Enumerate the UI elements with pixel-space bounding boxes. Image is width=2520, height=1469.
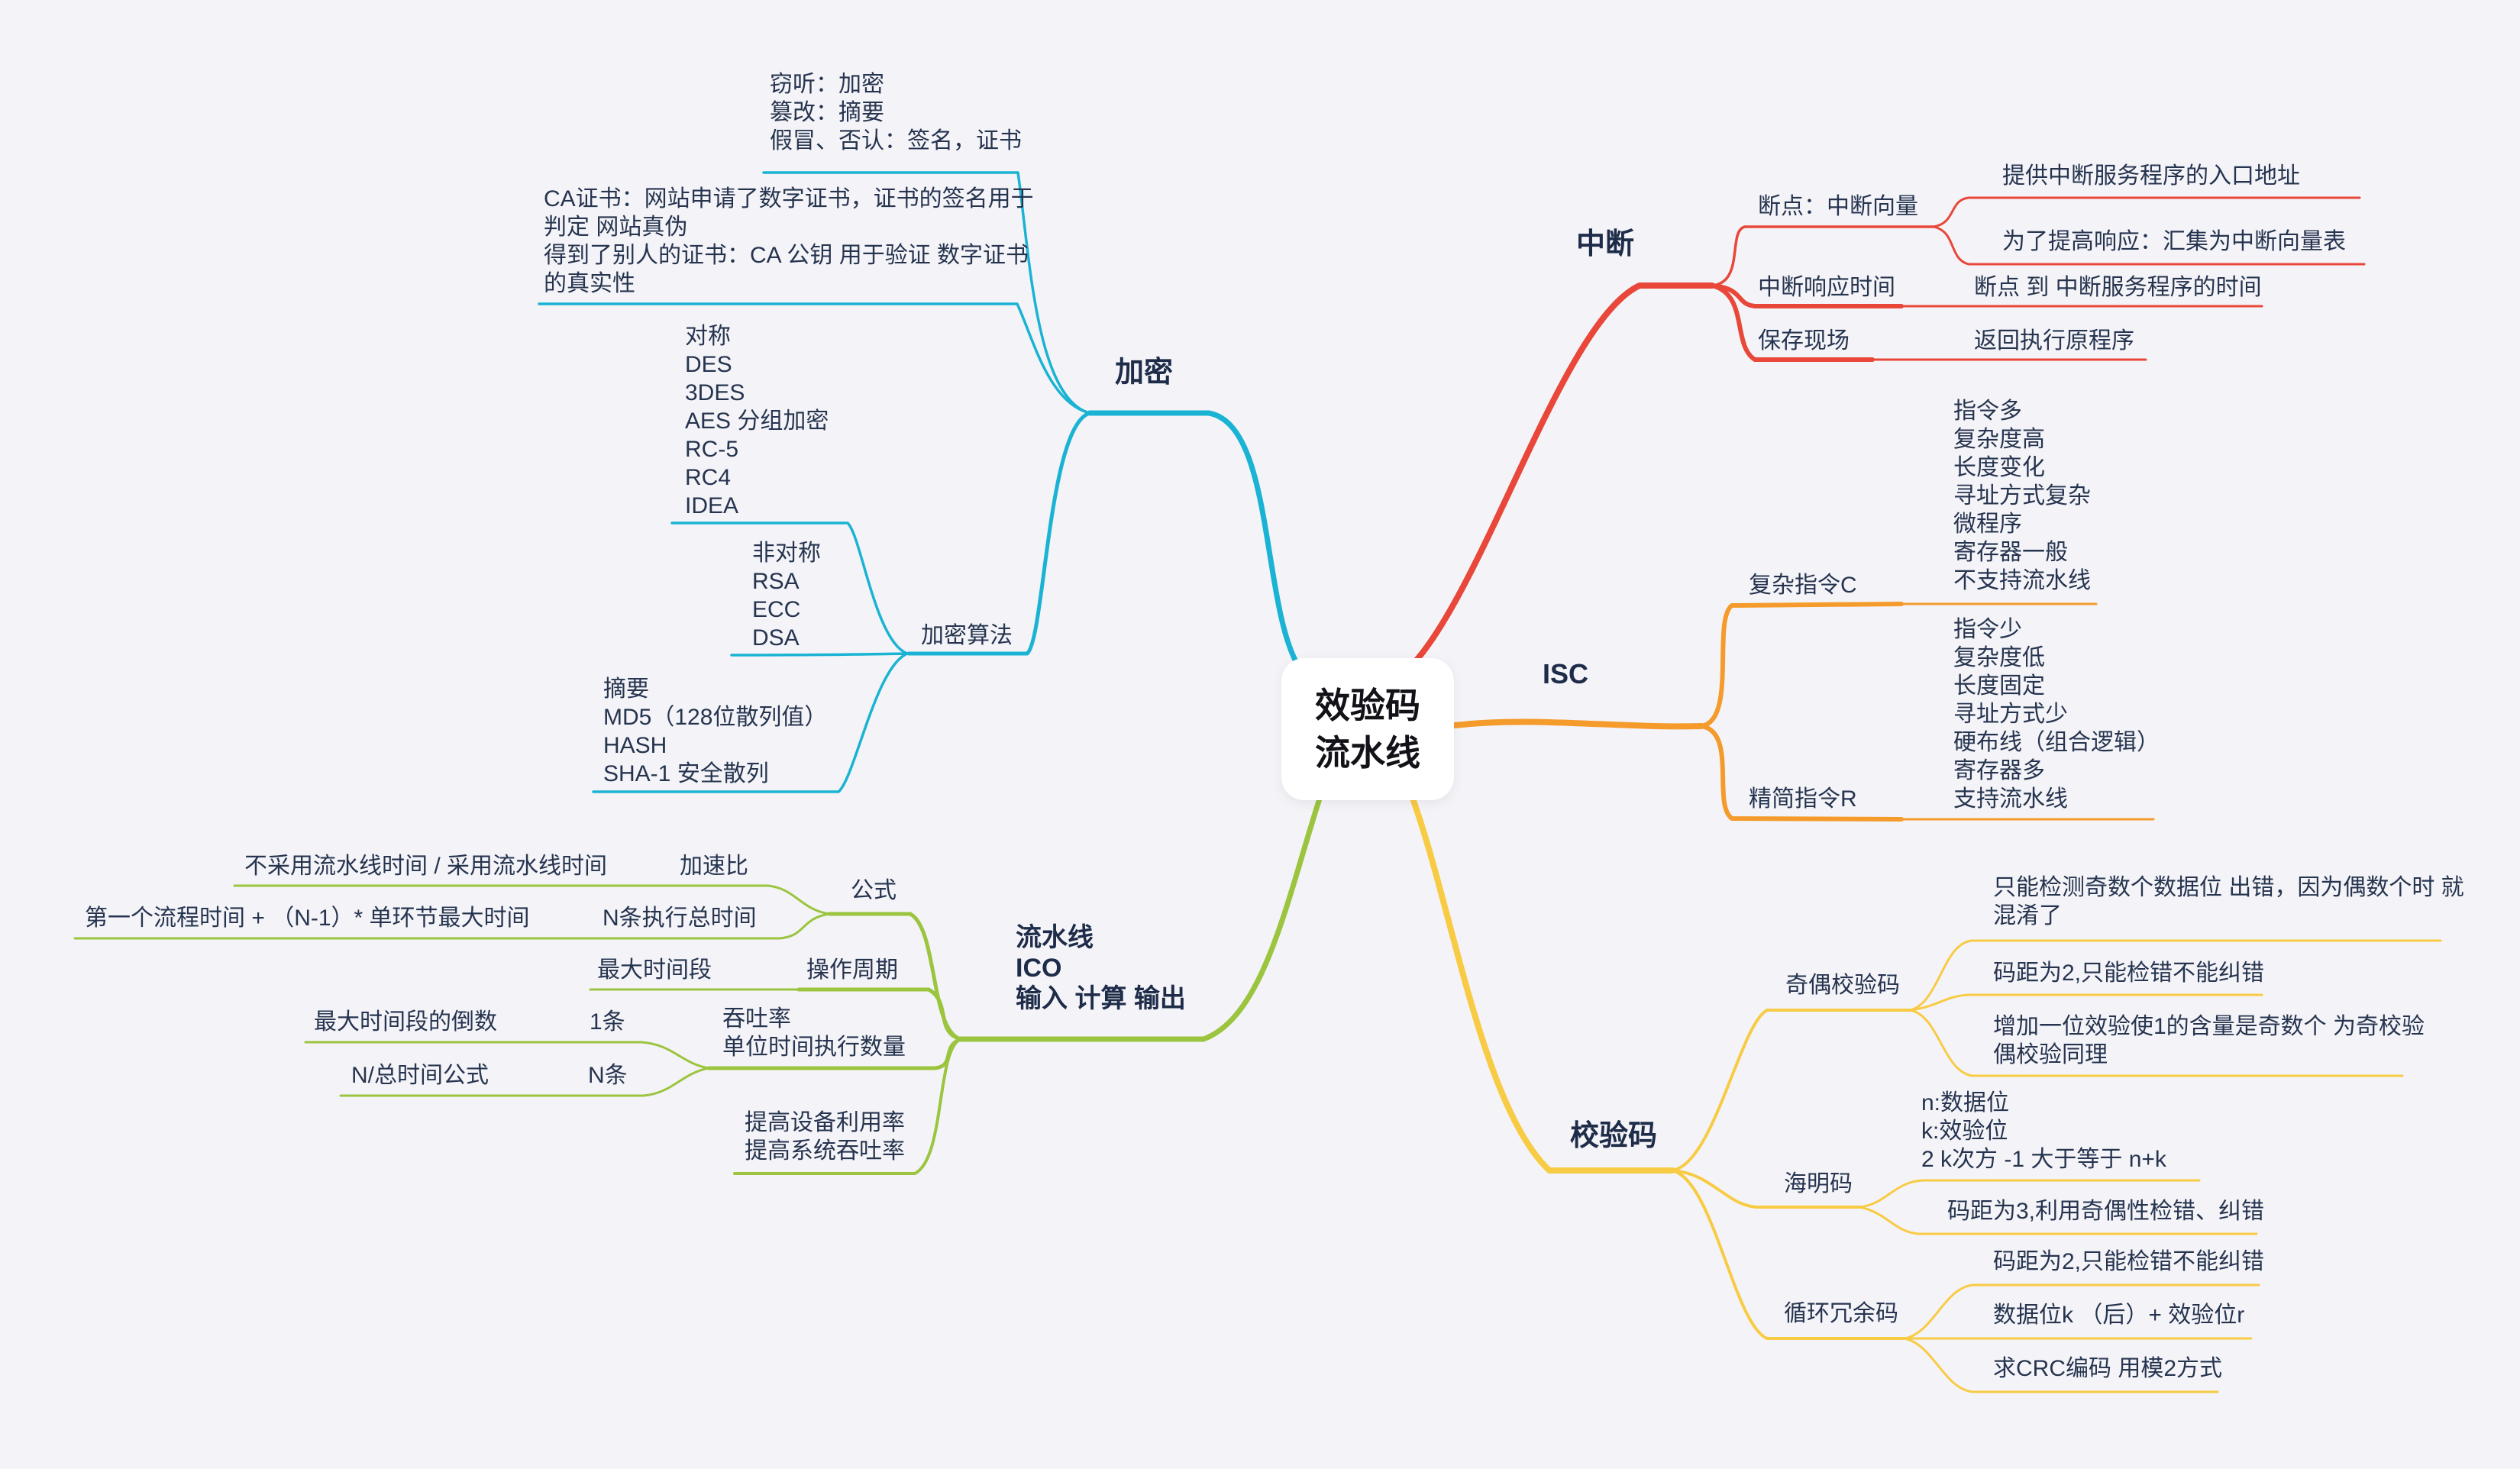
node-n-formula[interactable]: N/总时间公式 xyxy=(351,1063,489,1088)
node-max-segment[interactable]: 最大时间段 xyxy=(597,957,712,983)
node-asymmetric-list[interactable]: 非对称 RSA ECC DSA xyxy=(752,541,821,651)
root-node[interactable]: 效验码 流水线 xyxy=(1281,658,1454,800)
encryption-threats-line xyxy=(762,171,1091,415)
node-cisc-features[interactable]: 指令多 复杂度高 长度变化 寻址方式复杂 微程序 寄存器一般 不支持流水线 xyxy=(1953,399,2091,593)
node-interrupt-label[interactable]: 中断 xyxy=(1576,228,1635,260)
parity-detect-line xyxy=(1909,939,2442,1012)
node-encryption-label[interactable]: 加密 xyxy=(1115,357,1174,389)
isc-cisc-line-thick xyxy=(1699,602,1904,728)
node-crc-label[interactable]: 循环冗余码 xyxy=(1784,1301,1898,1326)
isc-risc-line-thick xyxy=(1699,724,1904,822)
interrupt-save-line-thick xyxy=(1710,283,1875,362)
node-total-time-formula[interactable]: 第一个流程时间 + （N-1）* 单环节最大时间 xyxy=(85,906,530,931)
node-parity-detect[interactable]: 只能检测奇数个数据位 出错，因为偶数个时 就 混淆了 xyxy=(1993,875,2464,928)
node-symmetric-list[interactable]: 对称 DES 3DES AES 分组加密 RC-5 RC4 IDEA xyxy=(685,324,829,518)
node-pipeline-label[interactable]: 流水线 ICO 输入 计算 输出 xyxy=(1016,923,1186,1013)
n-items-line xyxy=(339,1067,710,1097)
encryption-digest-line xyxy=(592,652,909,793)
node-crc-structure[interactable]: 数据位k （后）+ 效验位r xyxy=(1993,1303,2245,1328)
node-encryption-threats[interactable]: 窃听：加密 篡改：摘要 假冒、否认：签名，证书 xyxy=(770,72,1022,153)
node-hamming-distance[interactable]: 码距为3,利用奇偶性检错、纠错 xyxy=(1947,1199,2265,1224)
node-save-scene-desc[interactable]: 返回执行原程序 xyxy=(1974,328,2134,354)
node-response-time-desc[interactable]: 断点 到 中断服务程序的时间 xyxy=(1974,275,2262,300)
parity-distance-line xyxy=(1909,993,2263,1012)
encryption-algorithms-line xyxy=(906,411,1092,656)
node-speedup-label[interactable]: 加速比 xyxy=(680,854,748,879)
node-formula-label[interactable]: 公式 xyxy=(851,878,897,903)
benefit-line xyxy=(733,1038,962,1175)
node-risc-label[interactable]: 精简指令R xyxy=(1749,786,1857,812)
encryption-symmetric-line xyxy=(670,521,909,655)
hamming-distance-line xyxy=(1859,1206,2258,1235)
isc-trunk-line xyxy=(1452,718,1704,730)
speedup-line xyxy=(233,884,831,915)
node-response-time[interactable]: 中断响应时间 xyxy=(1758,275,1895,300)
node-parity-label[interactable]: 奇偶校验码 xyxy=(1785,973,1900,998)
node-isc-label[interactable]: ISC xyxy=(1543,658,1589,689)
node-hamming-label[interactable]: 海明码 xyxy=(1784,1171,1853,1196)
node-checkcode-label[interactable]: 校验码 xyxy=(1570,1120,1658,1152)
node-total-time-label[interactable]: N条执行总时间 xyxy=(603,906,757,931)
node-digest-list[interactable]: 摘要 MD5（128位散列值） HASH SHA-1 安全散列 xyxy=(603,676,828,786)
node-risc-features[interactable]: 指令少 复杂度低 长度固定 寻址方式少 硬布线（组合逻辑） 寄存器多 支持流水线 xyxy=(1953,617,2160,812)
node-parity-method[interactable]: 增加一位效验使1的含量是奇数个 为奇校验 偶校验同理 xyxy=(1993,1014,2425,1067)
node-breakpoint[interactable]: 断点：中断向量 xyxy=(1758,194,1918,219)
checkcode-trunk-line xyxy=(1410,796,1675,1174)
hamming-formula-line xyxy=(1859,1179,2201,1209)
node-encryption-ca-cert[interactable]: CA证书：网站申请了数字证书，证书的签名用于 判定 网站真伪 得到了别人的证书：… xyxy=(544,186,1034,296)
node-cycle-label[interactable]: 操作周期 xyxy=(806,957,898,983)
node-crc-method[interactable]: 求CRC编码 用模2方式 xyxy=(1993,1356,2223,1381)
pipeline-trunk-line xyxy=(958,796,1323,1042)
interrupt-vector-table-line xyxy=(1932,225,2366,266)
node-benefit[interactable]: 提高设备利用率 提高系统吞吐率 xyxy=(745,1110,905,1164)
one-item-line xyxy=(304,1041,710,1070)
parity-method-line xyxy=(1909,1009,2404,1077)
cycle-line-thick xyxy=(796,987,963,1041)
checkcode-crc-line xyxy=(1671,1169,1906,1340)
encryption-asymmetric-line xyxy=(730,652,909,657)
node-algorithms-label[interactable]: 加密算法 xyxy=(921,623,1013,648)
node-n-items[interactable]: N条 xyxy=(588,1063,628,1088)
node-save-scene[interactable]: 保存现场 xyxy=(1758,328,1850,354)
checkcode-hamming-line xyxy=(1671,1169,1862,1209)
node-entry-address[interactable]: 提供中断服务程序的入口地址 xyxy=(2002,163,2300,189)
interrupt-breakpoint-line xyxy=(1711,225,1935,287)
checkcode-parity-line xyxy=(1671,1009,1912,1172)
node-cisc-label[interactable]: 复杂指令C xyxy=(1749,573,1857,598)
node-one-item[interactable]: 1条 xyxy=(590,1009,625,1035)
root-title-line2: 流水线 xyxy=(1315,733,1420,773)
node-hamming-formula[interactable]: n:数据位 k:效验位 2 k次方 -1 大于等于 n+k xyxy=(1921,1090,2166,1172)
crc-method-line xyxy=(1903,1337,2219,1393)
node-throughput[interactable]: 吞吐率 单位时间执行数量 xyxy=(722,1006,906,1060)
node-crc-distance[interactable]: 码距为2,只能检错不能纠错 xyxy=(1993,1249,2265,1274)
node-vector-table[interactable]: 为了提高响应：汇集为中断向量表 xyxy=(2002,229,2346,254)
total-time-line xyxy=(73,912,831,940)
node-speedup-formula[interactable]: 不采用流水线时间 / 采用流水线时间 xyxy=(244,854,608,879)
node-parity-distance[interactable]: 码距为2,只能检错不能纠错 xyxy=(1993,960,2265,986)
node-reciprocal[interactable]: 最大时间段的倒数 xyxy=(314,1009,497,1035)
encryption-ca-line xyxy=(538,302,1091,415)
interrupt-trunk-line xyxy=(1411,282,1715,666)
crc-distance-line xyxy=(1903,1283,2260,1340)
encryption-trunk-line xyxy=(1087,410,1301,669)
interrupt-entry-line xyxy=(1932,196,2361,228)
root-title-line1: 效验码 xyxy=(1315,686,1420,725)
